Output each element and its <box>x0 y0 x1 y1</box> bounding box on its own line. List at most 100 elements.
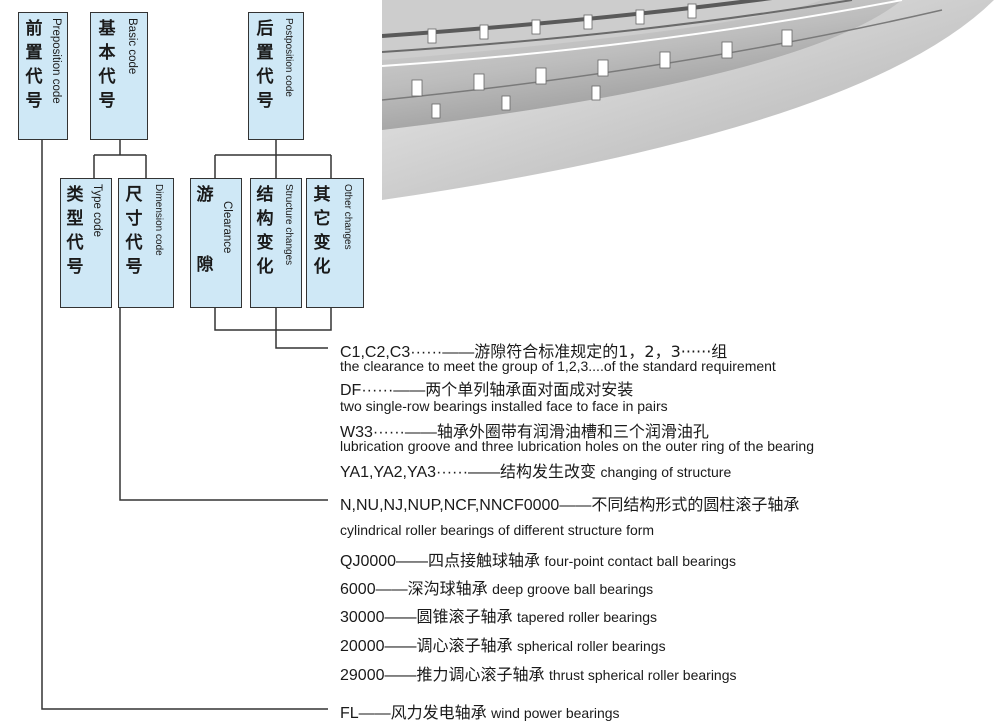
note-cn: 四点接触球轴承 <box>428 551 541 570</box>
postposition-cn-char: 号 <box>256 91 274 111</box>
dimension-code-box: 尺 寸 代 号 Dimension code <box>118 178 174 308</box>
note-clearance: C1,C2,C3······——游隙符合标准规定的1，2，3······组 <box>340 338 727 362</box>
other-changes-box: 其 它 变 化 Other changes <box>306 178 364 308</box>
other-en-label: Other changes <box>342 184 353 250</box>
note-clearance-en: the clearance to meet the group of 1,2,3… <box>340 358 776 374</box>
structure-changes-box: 结 构 变 化 Structure changes <box>250 178 302 308</box>
note-cn: 深沟球轴承 <box>407 579 488 598</box>
note-en: spherical roller bearings <box>516 638 666 654</box>
note-code: 30000 <box>340 609 385 626</box>
note-code: N,NU,NJ,NUP,NCF,NNCF0000 <box>340 497 560 514</box>
bearing-ring-image <box>382 0 994 200</box>
dimension-cn-char: 尺 <box>125 185 143 205</box>
type-cn-char: 型 <box>66 209 84 229</box>
other-cn-char: 其 <box>313 185 331 205</box>
note-cn: 风力发电轴承 <box>390 703 487 722</box>
note-dash: —— <box>468 464 501 481</box>
note-code: W33······ <box>340 424 405 441</box>
preposition-cn-char: 前 <box>25 19 43 39</box>
note-fl: FL——风力发电轴承 wind power bearings <box>340 699 620 723</box>
preposition-en-label: Preposition code <box>50 18 62 104</box>
other-cn-char: 它 <box>313 209 331 229</box>
note-dash: —— <box>384 638 417 655</box>
basic-cn-char: 本 <box>98 43 116 63</box>
note-dash: —— <box>358 705 391 722</box>
dimension-en-label: Dimension code <box>153 184 164 256</box>
note-w33: W33······——轴承外圈带有润滑油槽和三个润滑油孔 <box>340 418 709 442</box>
basic-cn-char: 基 <box>98 19 116 39</box>
note-dash: —— <box>404 424 437 441</box>
postposition-code-box: 后 置 代 号 Postposition code <box>248 12 304 140</box>
note-code: DF······ <box>340 382 394 399</box>
postposition-en-label: Postposition code <box>283 18 294 97</box>
note-en: thrust spherical roller bearings <box>548 667 737 683</box>
structure-cn-char: 化 <box>256 257 274 277</box>
note-cn: 游隙符合标准规定的1，2，3······组 <box>474 342 728 361</box>
dimension-cn-char: 代 <box>125 233 143 253</box>
note-code: C1,C2,C3······ <box>340 344 443 361</box>
type-cn-char: 号 <box>66 257 84 277</box>
note-dash: —— <box>375 581 408 598</box>
note-en: wind power bearings <box>491 705 620 721</box>
note-cn: 推力调心滚子轴承 <box>416 665 545 684</box>
note-df: DF······——两个单列轴承面对面成对安装 <box>340 376 633 400</box>
note-cn: 结构发生改变 <box>500 462 597 481</box>
note-6000: 6000——深沟球轴承 deep groove ball bearings <box>340 575 653 599</box>
type-code-box: 类 型 代 号 Type code <box>60 178 112 308</box>
structure-en-label: Structure changes <box>283 184 294 266</box>
note-w33-en: lubrication groove and three lubrication… <box>340 438 814 454</box>
note-cylindrical: N,NU,NJ,NUP,NCF,NNCF0000——不同结构形式的圆柱滚子轴承 <box>340 491 799 515</box>
note-30000: 30000——圆锥滚子轴承 tapered roller bearings <box>340 603 657 627</box>
postposition-cn-char: 置 <box>256 43 274 63</box>
basic-code-box: 基 本 代 号 Basic code <box>90 12 148 140</box>
note-en: four-point contact ball bearings <box>544 553 736 569</box>
postposition-cn-char: 后 <box>256 19 274 39</box>
type-cn-char: 代 <box>66 233 84 253</box>
note-cn: 两个单列轴承面对面成对安装 <box>425 380 634 399</box>
preposition-cn-char: 代 <box>25 67 43 87</box>
preposition-cn-char: 置 <box>25 43 43 63</box>
note-dash: —— <box>393 382 426 399</box>
note-en: tapered roller bearings <box>516 609 658 625</box>
structure-cn-char: 构 <box>256 209 274 229</box>
dimension-cn-char: 号 <box>125 257 143 277</box>
other-cn-char: 化 <box>313 257 331 277</box>
note-dash: —— <box>384 609 417 626</box>
basic-en-label: Basic code <box>126 18 138 75</box>
note-cn: 圆锥滚子轴承 <box>416 607 513 626</box>
note-cylindrical-en: cylindrical roller bearings of different… <box>340 522 655 538</box>
note-en: deep groove ball bearings <box>492 581 654 597</box>
note-df-en: two single-row bearings installed face t… <box>340 398 668 414</box>
clearance-box: 游 隙 Clearance <box>190 178 242 308</box>
basic-cn-char: 代 <box>98 67 116 87</box>
note-cn: 不同结构形式的圆柱滚子轴承 <box>591 495 800 514</box>
note-code: QJ0000 <box>340 553 397 570</box>
note-ya: YA1,YA2,YA3······——结构发生改变 changing of st… <box>340 458 731 482</box>
clearance-en-label: Clearance <box>221 201 233 254</box>
other-cn-char: 变 <box>313 233 331 253</box>
note-dash: —— <box>559 497 592 514</box>
postposition-cn-char: 代 <box>256 67 274 87</box>
structure-cn-char: 变 <box>256 233 274 253</box>
note-cn: 调心滚子轴承 <box>416 636 513 655</box>
note-code: 6000 <box>340 581 376 598</box>
note-en: changing of structure <box>600 464 732 480</box>
preposition-code-box: 前 置 代 号 Preposition code <box>18 12 68 140</box>
basic-cn-char: 号 <box>98 91 116 111</box>
note-qj: QJ0000——四点接触球轴承 four-point contact ball … <box>340 547 736 571</box>
note-code: 20000 <box>340 638 385 655</box>
clearance-cn-char: 隙 <box>196 255 214 275</box>
type-cn-char: 类 <box>66 185 84 205</box>
note-20000: 20000——调心滚子轴承 spherical roller bearings <box>340 632 666 656</box>
note-code: YA1,YA2,YA3······ <box>340 464 469 481</box>
note-dash: —— <box>442 344 475 361</box>
clearance-cn-char: 游 <box>196 185 214 205</box>
note-dash: —— <box>396 553 429 570</box>
dimension-cn-char: 寸 <box>125 209 143 229</box>
note-29000: 29000——推力调心滚子轴承 thrust spherical roller … <box>340 661 737 685</box>
type-en-label: Type code <box>91 184 103 238</box>
note-dash: —— <box>384 667 417 684</box>
note-code: FL <box>340 705 359 722</box>
structure-cn-char: 结 <box>256 185 274 205</box>
